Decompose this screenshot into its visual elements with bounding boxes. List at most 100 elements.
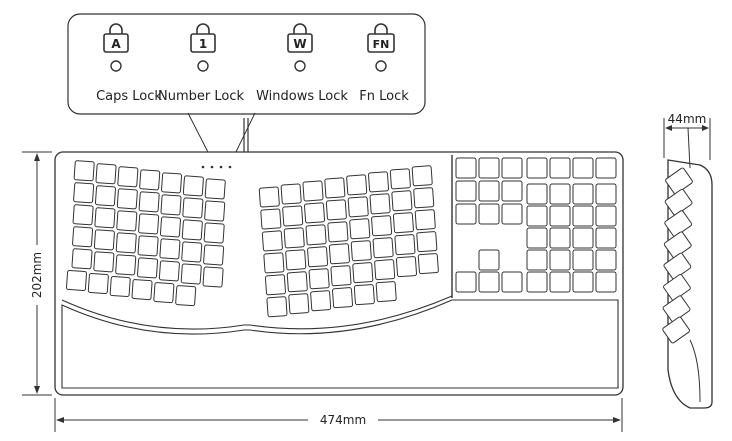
key	[71, 248, 93, 270]
key	[375, 281, 397, 303]
key	[72, 204, 94, 226]
key	[478, 180, 500, 202]
key	[549, 227, 571, 249]
key	[116, 188, 138, 210]
key	[572, 271, 594, 293]
key	[411, 165, 433, 187]
key	[181, 219, 203, 241]
key	[158, 260, 180, 282]
width-label: 474mm	[320, 413, 366, 427]
key	[285, 249, 307, 271]
navigation-key-cluster	[455, 157, 617, 293]
key	[95, 163, 117, 185]
key	[161, 172, 183, 194]
key	[116, 210, 138, 232]
key	[347, 196, 369, 218]
key	[65, 269, 88, 291]
windows-lock-icon: W	[287, 23, 313, 72]
number-lock-led	[197, 60, 209, 72]
key	[392, 212, 414, 234]
key	[182, 175, 204, 197]
key	[595, 271, 617, 293]
key	[368, 171, 390, 193]
key	[572, 157, 594, 179]
key	[266, 296, 288, 318]
key	[280, 183, 302, 205]
key	[572, 205, 594, 227]
key	[203, 244, 225, 266]
key	[372, 237, 394, 259]
key	[395, 256, 417, 278]
key	[346, 174, 368, 196]
key	[138, 213, 160, 235]
key	[93, 251, 115, 273]
key	[549, 271, 571, 293]
key	[175, 285, 197, 307]
windows-lock-glyph: W	[293, 37, 306, 51]
left-key-cluster	[65, 160, 226, 307]
caps-lock-icon: A	[103, 23, 129, 72]
key	[369, 193, 391, 215]
key	[349, 218, 371, 240]
key	[572, 227, 594, 249]
key	[93, 229, 115, 251]
key	[549, 183, 571, 205]
key	[374, 259, 396, 281]
side-key-profile	[662, 167, 693, 344]
key	[131, 279, 153, 301]
key	[664, 210, 693, 237]
key	[324, 177, 346, 199]
key	[389, 168, 411, 190]
key	[202, 266, 224, 288]
number-lock-glyph: 1	[199, 37, 207, 51]
key	[153, 282, 175, 304]
key	[310, 290, 332, 312]
fn-lock-label: Fn Lock	[359, 89, 409, 104]
key	[663, 231, 692, 259]
key	[204, 178, 226, 200]
key	[501, 203, 523, 225]
key	[455, 157, 477, 179]
key	[526, 249, 548, 271]
key	[264, 274, 286, 296]
key	[663, 252, 692, 280]
height-dimension: 202mm	[22, 151, 52, 396]
key	[73, 182, 95, 204]
key	[94, 207, 116, 229]
key	[72, 226, 94, 248]
key	[331, 287, 354, 309]
key	[117, 166, 139, 188]
key	[371, 215, 393, 237]
key	[549, 157, 571, 179]
key	[662, 295, 691, 323]
key	[526, 183, 548, 205]
key	[549, 205, 571, 227]
key	[526, 157, 548, 179]
key	[160, 194, 182, 216]
fn-lock-glyph: FN	[373, 38, 390, 51]
key	[455, 271, 477, 293]
key	[182, 197, 204, 219]
number-lock-label: Number Lock	[158, 89, 244, 104]
key	[664, 188, 693, 216]
key	[455, 180, 477, 202]
indicator-callout	[67, 13, 426, 115]
key	[137, 235, 159, 257]
key	[665, 167, 693, 195]
key	[549, 249, 571, 271]
key	[180, 263, 202, 285]
key	[325, 199, 347, 221]
key	[350, 240, 372, 262]
key	[288, 293, 310, 315]
key	[394, 234, 416, 256]
key	[282, 205, 304, 227]
key	[286, 271, 308, 293]
key	[137, 257, 159, 279]
key	[330, 265, 352, 287]
key	[73, 160, 95, 182]
key	[328, 243, 350, 265]
caps-lock-label: Caps Lock	[96, 89, 162, 104]
height-label: 202mm	[30, 252, 44, 298]
key	[478, 271, 500, 293]
key	[595, 249, 617, 271]
